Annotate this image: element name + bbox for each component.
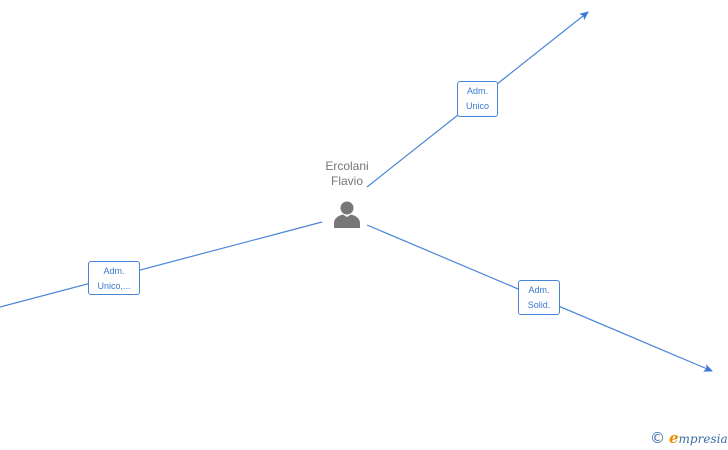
person-name-label[interactable]: Ercolani Flavio (297, 159, 397, 189)
role-badge-line1: Adm. (466, 86, 488, 96)
role-badge-line2: Unico,... (97, 281, 131, 291)
brand-logo-initial: e (669, 429, 679, 447)
role-badge-bottom-right[interactable]: Adm. Solid. (518, 280, 560, 315)
empresia-watermark: © empresia (650, 428, 728, 448)
brand-logo-rest: mpresia (678, 432, 728, 446)
edge-line-left (0, 221, 323, 308)
brand-logo: empresia (669, 429, 728, 447)
role-badge-line1: Adm. (103, 266, 125, 276)
person-icon[interactable] (332, 199, 362, 229)
person-name-line1: Ercolani (325, 159, 369, 173)
person-name-line2: Flavio (330, 174, 363, 188)
role-badge-line1: Adm. (528, 285, 550, 295)
role-badge-line2: Unico (465, 101, 489, 111)
copyright-icon: © (650, 429, 665, 447)
role-badge-top-right[interactable]: Adm. Unico (457, 81, 498, 117)
role-badge-line2: Solid. (527, 300, 551, 310)
role-badge-left[interactable]: Adm. Unico,... (88, 261, 140, 295)
